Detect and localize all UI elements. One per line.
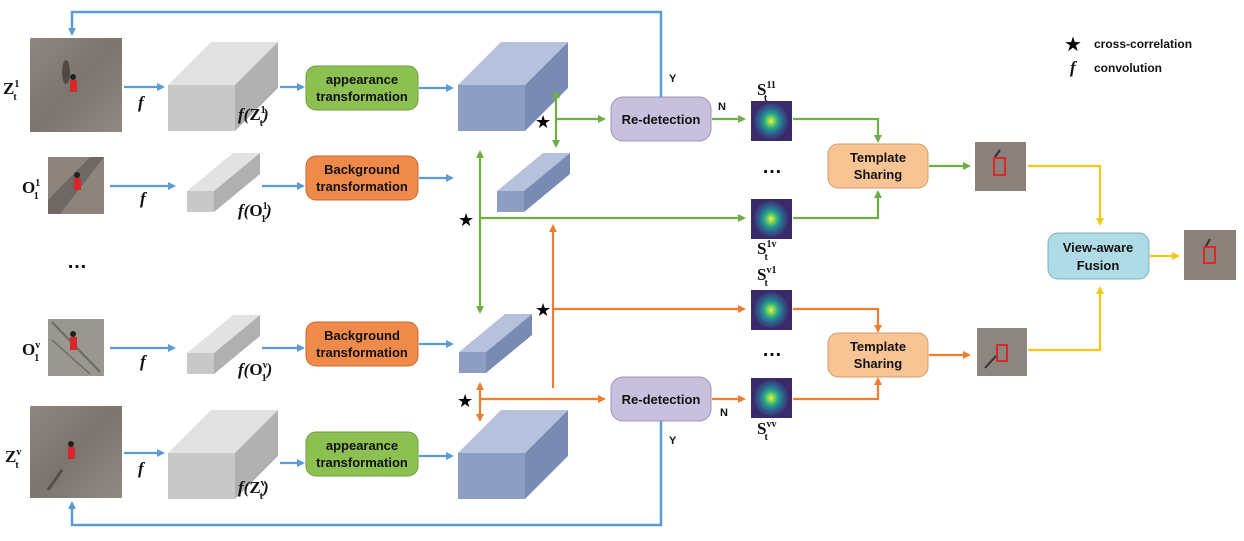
score-ellipsis-bottom: … <box>762 339 782 361</box>
legend-conv-label: convolution <box>1094 61 1162 75</box>
legend-star-label: cross-correlation <box>1094 37 1192 51</box>
conv-label-4: f <box>138 459 146 478</box>
input-image-o1 <box>48 157 104 214</box>
svg-text:transformation: transformation <box>316 455 408 470</box>
input-image-zv <box>30 406 122 498</box>
score-map-s1v <box>751 199 792 239</box>
feedback-loop-top <box>68 10 663 82</box>
svg-text:Background: Background <box>324 162 400 177</box>
flag-n-top: N <box>718 101 726 113</box>
input-ellipsis: … <box>67 251 87 273</box>
arrows-input-to-feature <box>110 83 176 457</box>
svg-text:appearance: appearance <box>326 72 398 87</box>
cross-correlation-star-3: ★ <box>535 300 551 321</box>
svg-text:Template: Template <box>850 339 906 354</box>
legend-star-icon: ★ <box>1064 32 1082 56</box>
arrows-to-transform-boxes <box>262 83 305 467</box>
svg-text:Background: Background <box>324 328 400 343</box>
score-ellipsis-top: … <box>762 156 782 178</box>
green-correlation-paths <box>476 90 971 314</box>
template-sharing-bottom: Template Sharing <box>827 332 929 378</box>
score-map-sv1 <box>751 290 792 330</box>
svg-text:View-aware: View-aware <box>1063 240 1134 255</box>
view-aware-fusion-box: View-aware Fusion <box>1047 232 1150 280</box>
feature-block-ov <box>187 315 260 374</box>
svg-text:transformation: transformation <box>316 179 408 194</box>
flag-y-top: Y <box>669 73 677 85</box>
conv-label-2: f <box>140 189 148 208</box>
result-image-viewv <box>977 328 1027 376</box>
background-transformation-bottom: Background transformation <box>305 321 419 367</box>
arrows-to-transformed-features <box>419 84 454 460</box>
fusion-paths <box>1028 164 1180 352</box>
appearance-transformation-top: appearance transformation <box>305 65 419 111</box>
svg-text:Fusion: Fusion <box>1077 258 1120 273</box>
score-map-s11 <box>751 101 792 141</box>
feature-block-o1 <box>187 153 260 212</box>
background-transformation-top: Background transformation <box>305 155 419 201</box>
feature-block-z1 <box>168 42 278 131</box>
redetection-box-top: Re-detection <box>610 96 712 142</box>
svg-text:Sharing: Sharing <box>854 167 902 182</box>
svg-text:Template: Template <box>850 150 906 165</box>
orange-correlation-paths <box>476 224 971 422</box>
legend: ★ cross-correlation f convolution <box>1064 32 1192 77</box>
cross-correlation-star-4: ★ <box>457 391 473 412</box>
svg-text:transformation: transformation <box>316 89 408 104</box>
flag-n-bottom: N <box>720 407 728 419</box>
appearance-transformation-bottom: appearance transformation <box>305 431 419 477</box>
redetection-box-bottom: Re-detection <box>610 376 712 422</box>
svg-text:Re-detection: Re-detection <box>622 112 701 127</box>
final-result-image <box>1184 230 1236 280</box>
input-image-z1 <box>30 38 122 132</box>
cross-correlation-star-2: ★ <box>458 210 474 231</box>
template-sharing-top: Template Sharing <box>827 143 929 189</box>
transformed-block-zv <box>458 410 568 499</box>
svg-text:appearance: appearance <box>326 438 398 453</box>
legend-conv-symbol: f <box>1070 58 1078 77</box>
flag-y-bottom: Y <box>669 435 677 447</box>
conv-label-1: f <box>138 93 146 112</box>
feedback-loop-bottom <box>68 430 663 527</box>
svg-text:Sharing: Sharing <box>854 356 902 371</box>
conv-label-3: f <box>140 352 148 371</box>
result-image-view1 <box>975 142 1026 191</box>
input-image-ov <box>48 319 104 376</box>
feature-block-zv <box>168 410 278 499</box>
svg-text:transformation: transformation <box>316 345 408 360</box>
score-map-svv <box>751 378 792 418</box>
transformed-block-ov <box>459 314 532 373</box>
transformed-block-o1 <box>497 153 570 212</box>
cross-correlation-star-1: ★ <box>535 112 551 133</box>
transformed-block-z1 <box>458 42 568 131</box>
svg-text:Re-detection: Re-detection <box>622 392 701 407</box>
